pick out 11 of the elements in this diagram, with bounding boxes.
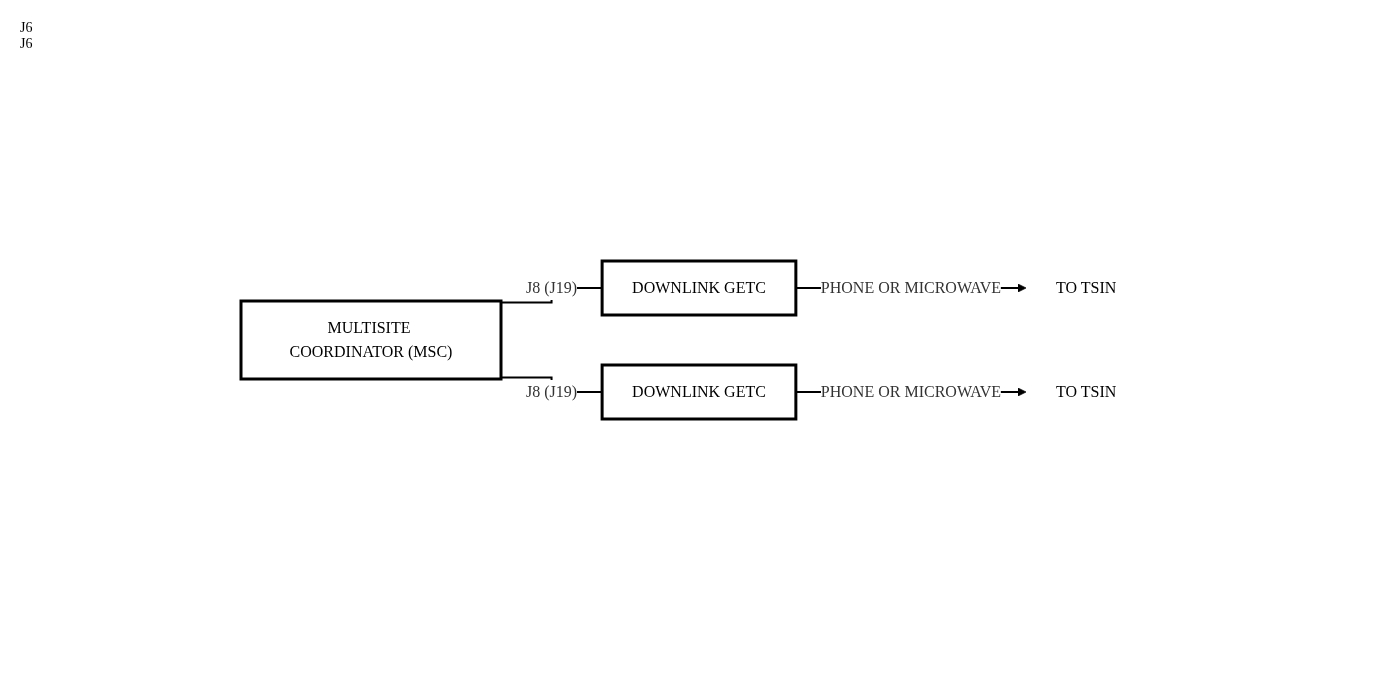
node-box: DOWNLINK GETC [600,259,798,316]
node-text: TO TSIN [1055,382,1117,400]
port-label: J6 [20,20,33,36]
node-box: MULTISITE COORDINATOR (MSC) [239,299,503,380]
node-box: DOWNLINK GETC [600,363,798,420]
edge-label: J8 (J19) [525,278,577,296]
port-label: J6 [20,36,33,52]
node-text: TO TSIN [1055,278,1117,296]
edge-label: PHONE OR MICROWAVE [820,278,1001,296]
edge-label: PHONE OR MICROWAVE [820,382,1001,400]
edge-label: J8 (J19) [525,382,577,400]
